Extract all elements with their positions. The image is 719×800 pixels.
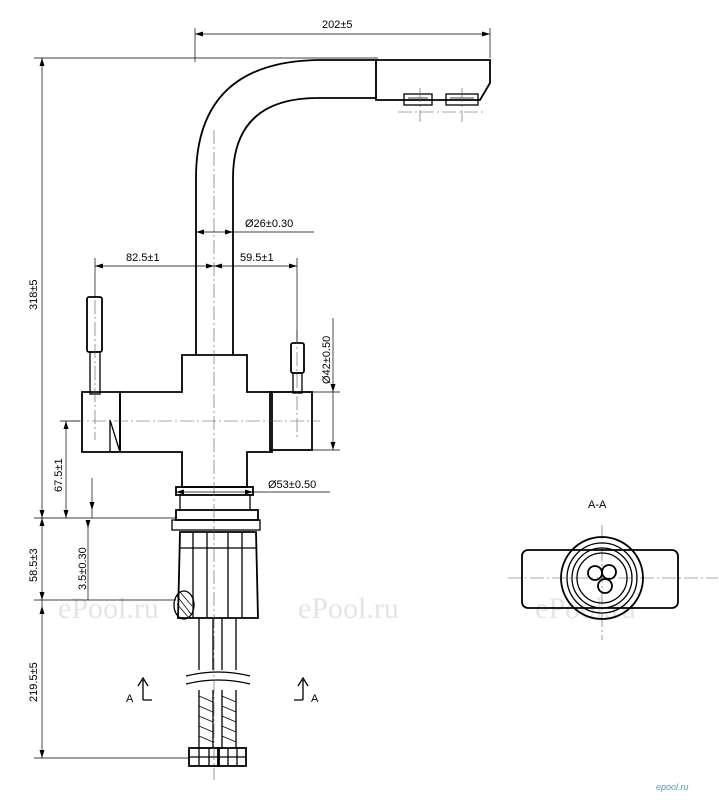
dim-total-height: 318±5 xyxy=(28,279,40,310)
section-marker-left: A xyxy=(126,693,134,705)
section-ring-4 xyxy=(576,552,628,604)
dim-body-diameter: Ø42±0.50 xyxy=(321,336,333,384)
spout-outer-edge xyxy=(195,59,376,355)
knurled-gasket xyxy=(173,590,195,620)
dim-tube-diameter: Ø26±0.30 xyxy=(245,218,293,230)
port-hole-3 xyxy=(597,578,613,594)
outlet-nozzle-left xyxy=(403,93,433,106)
brand-logo: epool.ru xyxy=(656,782,689,792)
arrows-base xyxy=(176,489,253,495)
dim-left-handle-offset: 82.5±1 xyxy=(126,252,160,264)
arrows-tube xyxy=(196,229,233,235)
dim-base-diameter: Ø53±0.50 xyxy=(268,479,316,491)
section-marker-right: A xyxy=(311,693,319,705)
section-ring-2 xyxy=(566,542,638,614)
hose-lower xyxy=(198,690,237,748)
left-cartridge-housing xyxy=(81,391,121,453)
watermark-left: ePool.ru xyxy=(58,592,159,625)
right-handle-stem xyxy=(292,372,303,394)
dim-thread-step: 3.5±0.30 xyxy=(77,547,89,590)
port-hole-1 xyxy=(587,565,603,581)
dim-right-handle-offset: 59.5±1 xyxy=(240,252,274,264)
faucet-outline xyxy=(70,59,491,780)
dim-shank-length: 58.5±3 xyxy=(28,548,40,582)
watermark-center: ePool.ru xyxy=(298,592,399,625)
section-markers: A A xyxy=(126,676,319,705)
dim-handle-height: 67.5±1 xyxy=(53,458,65,492)
base-flange xyxy=(175,509,259,521)
hose-break-bottom xyxy=(185,679,251,685)
hose-break-top xyxy=(185,671,251,677)
hose-upper xyxy=(198,618,237,670)
section-outer-ring xyxy=(560,536,644,620)
arrow-leader-handle xyxy=(89,502,95,510)
arrows-body xyxy=(330,384,336,450)
arrow-thread xyxy=(85,520,91,528)
port-hole-2 xyxy=(601,564,617,580)
dim-hose-length: 219.5±5 xyxy=(28,662,40,702)
knurl-hatch xyxy=(176,591,193,619)
left-cartridge-bevel xyxy=(109,419,121,453)
section-marker-left-arrow xyxy=(137,676,152,701)
dim-spout-reach: 202±5 xyxy=(322,19,353,31)
section-title: A-A xyxy=(588,499,607,511)
dimensions: 202±5 318±5 Ø26±0.30 82.5±1 59.5±1 Ø42±0… xyxy=(28,19,491,759)
hose-braid xyxy=(198,695,237,743)
washer xyxy=(171,519,261,531)
left-handle-grip xyxy=(86,296,103,353)
right-handle-grip xyxy=(290,342,305,374)
section-ring-3 xyxy=(571,547,633,609)
spout-inner-edge xyxy=(232,97,376,355)
section-marker-right-arrow xyxy=(294,676,309,701)
base-ring-top xyxy=(175,486,254,496)
mounting-nut xyxy=(177,531,259,619)
section-view: A-A xyxy=(508,499,718,640)
